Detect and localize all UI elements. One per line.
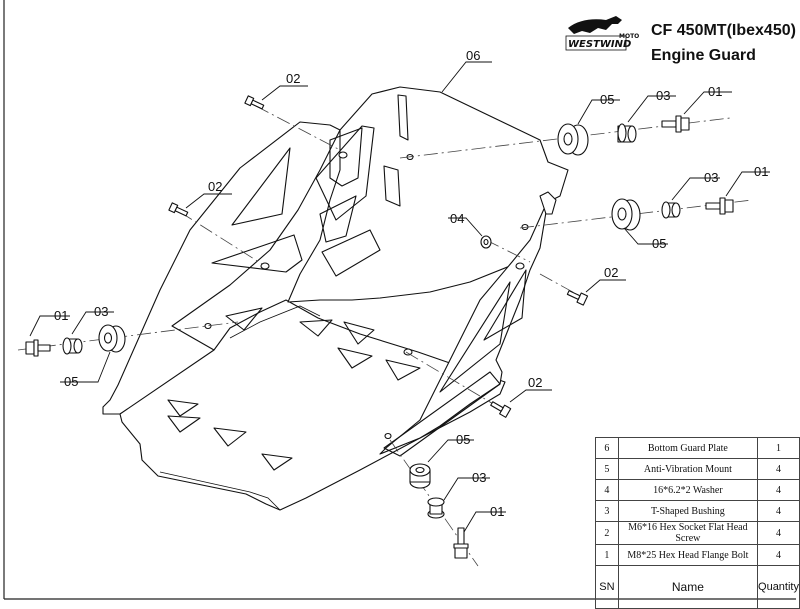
callout-01-d: 01 (490, 504, 504, 519)
hex-socket-screws (168, 95, 589, 418)
bom-sn: 1 (595, 544, 619, 566)
bom-header-row: SN Name Quantity (595, 565, 800, 609)
bom-sn: 5 (595, 458, 619, 480)
bom-row: 3 T-Shaped Bushing 4 (595, 500, 800, 522)
bom-qty: 4 (757, 458, 800, 480)
mount-lower (409, 463, 431, 489)
bom-sn: 6 (595, 437, 619, 459)
bom-sn: 3 (595, 500, 619, 522)
bill-of-materials-table: 6 Bottom Guard Plate 1 5 Anti-Vibration … (595, 437, 800, 609)
bom-row: 6 Bottom Guard Plate 1 (595, 437, 800, 459)
bom-qty: 4 (757, 479, 800, 501)
bushing-upper (617, 123, 637, 143)
screw-2 (168, 202, 189, 217)
bom-name: T-Shaped Bushing (617, 500, 759, 522)
bom-header-qty: Quantity (757, 565, 800, 609)
bom-sn: 4 (595, 479, 619, 501)
bom-row: 5 Anti-Vibration Mount 4 (595, 458, 800, 480)
bolt-right (705, 197, 734, 215)
callout-02-a: 02 (286, 71, 300, 86)
bushing-lower (427, 497, 445, 519)
bom-name: Bottom Guard Plate (617, 437, 759, 459)
mount-left (98, 324, 126, 353)
bolt-lower (453, 527, 469, 559)
callout-02-b: 02 (208, 179, 222, 194)
bushing-right (661, 201, 681, 219)
bolt-upper (661, 115, 690, 133)
bom-qty: 4 (757, 544, 800, 566)
bom-header-sn: SN (595, 565, 619, 609)
callouts: 06 02 02 02 02 04 05 03 01 03 01 05 (29, 48, 770, 533)
callout-02-c: 02 (604, 265, 618, 280)
bom-name: M8*25 Hex Head Flange Bolt (617, 544, 759, 566)
right-side-wall (379, 199, 549, 455)
bom-name: 16*6.2*2 Washer (617, 479, 759, 501)
callout-05-a: 05 (600, 92, 614, 107)
rear-cradle-wall (287, 86, 569, 303)
washer (480, 235, 492, 249)
brand-sub: MOTO (619, 33, 639, 40)
callout-06: 06 (466, 48, 480, 63)
part-title: Engine Guard (651, 47, 756, 64)
bushing-left (62, 337, 83, 355)
mounting-holes (204, 151, 529, 440)
callout-01-c: 01 (54, 308, 68, 323)
bom-row: 1 M8*25 Hex Head Flange Bolt 4 (595, 544, 800, 566)
screw-4 (490, 401, 512, 418)
t-shaped-bushings (62, 123, 681, 519)
callout-03-d: 03 (472, 470, 486, 485)
hex-flange-bolts (25, 115, 734, 559)
bom-name: M6*16 Hex Socket Flat Head Screw (617, 521, 759, 545)
bottom-guard-plate (102, 86, 569, 511)
callout-01-a: 01 (708, 84, 722, 99)
puma-logo-icon (568, 16, 622, 34)
bom-header-name: Name (617, 565, 759, 609)
bom-row: 4 16*6.2*2 Washer 4 (595, 479, 800, 501)
floor-vent-cutouts (167, 307, 421, 471)
bom-qty: 1 (757, 437, 800, 459)
callout-03-c: 03 (94, 304, 108, 319)
anti-vibration-mounts (98, 123, 641, 489)
callout-01-b: 01 (754, 164, 768, 179)
callout-02-d: 02 (528, 375, 542, 390)
mount-upper (557, 123, 589, 156)
callout-05-d: 05 (456, 432, 470, 447)
westwind-logo: WESTWIND MOTO (565, 16, 639, 51)
brand-name: WESTWIND (568, 39, 631, 50)
bom-sn: 2 (595, 521, 619, 545)
bolt-left (25, 339, 51, 357)
bom-qty: 4 (757, 521, 800, 545)
callout-05-c: 05 (64, 374, 78, 389)
callout-05-b: 05 (652, 236, 666, 251)
callout-04: 04 (450, 211, 464, 226)
bom-qty: 4 (757, 500, 800, 522)
model-title: CF 450MT(Ibex450) (651, 22, 796, 39)
screw-3 (566, 290, 589, 306)
screw-1 (244, 95, 265, 110)
bom-row: 2 M6*16 Hex Socket Flat Head Screw 4 (595, 521, 800, 545)
bom-name: Anti-Vibration Mount (617, 458, 759, 480)
callout-03-a: 03 (656, 88, 670, 103)
mount-right (611, 198, 641, 231)
callout-03-b: 03 (704, 170, 718, 185)
